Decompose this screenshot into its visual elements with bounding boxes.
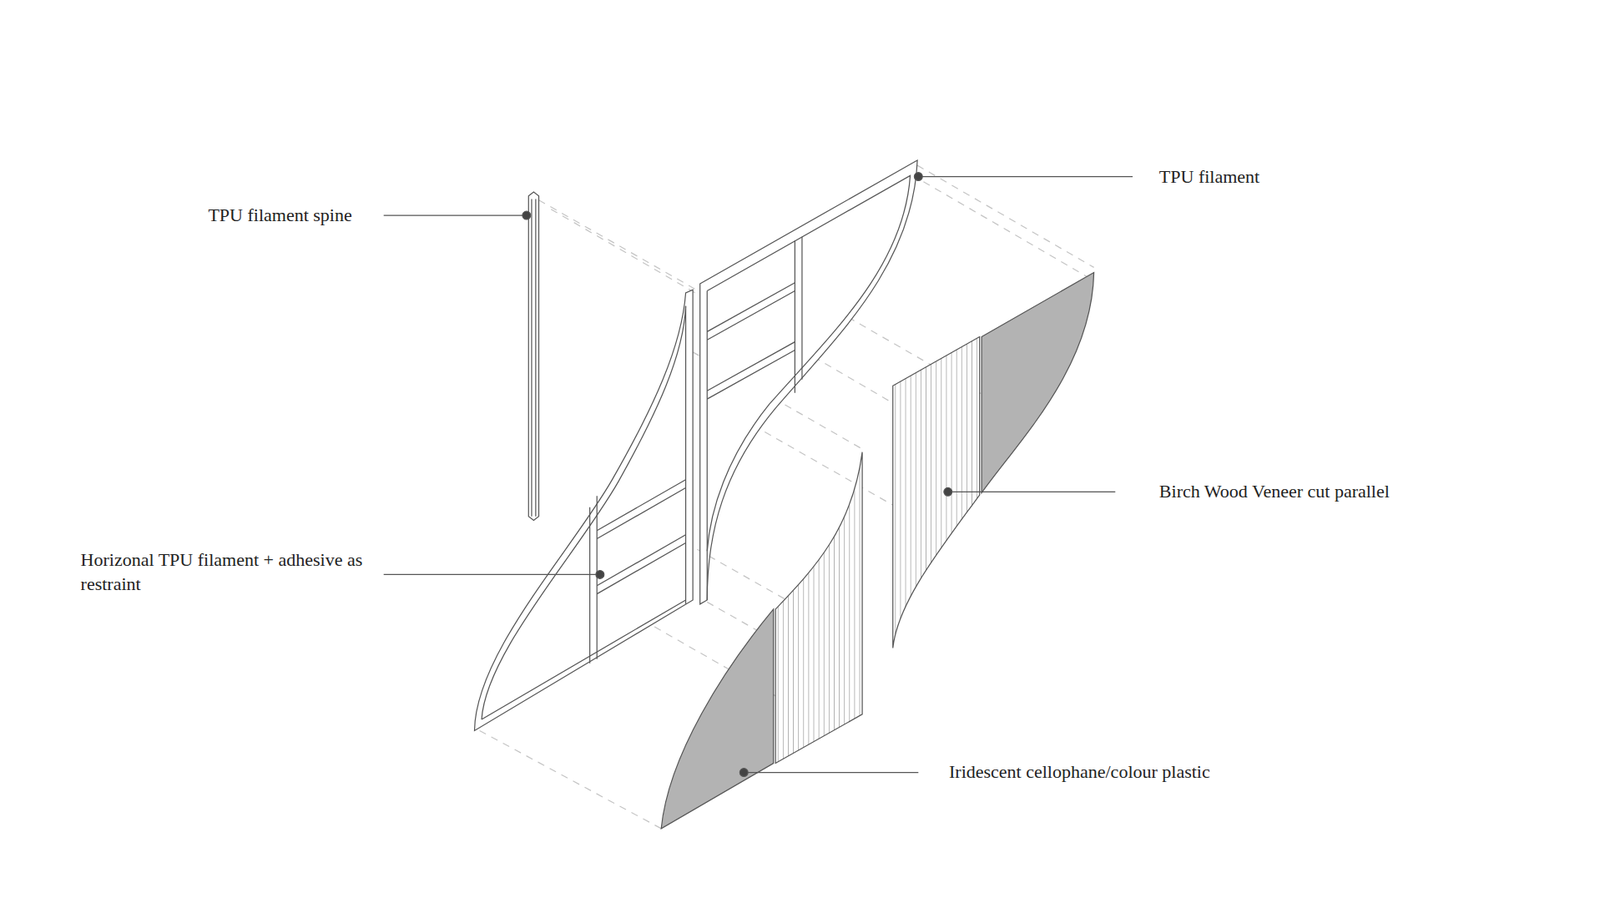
projection-lines-part — [479, 730, 662, 828]
tpu-frame-upper-part — [794, 241, 796, 394]
tpu-frame-upper-part — [801, 237, 803, 380]
projection-lines-part — [917, 165, 1095, 268]
projection-lines-part — [550, 209, 704, 298]
callout-label: Birch Wood Veneer cut parallel — [1159, 479, 1390, 504]
tpu-frame-upper-part — [706, 175, 910, 551]
tpu-frame-lower-part — [685, 306, 687, 605]
tpu-frame-lower-part — [589, 507, 591, 664]
tpu-frame-lower-part — [596, 479, 686, 531]
leader-lines-part — [595, 570, 605, 579]
veneer-panel-upper-part — [981, 272, 1094, 493]
veneer-panel-upper — [893, 272, 1095, 648]
tpu-frame-lower-part — [596, 487, 686, 539]
tpu-frame-upper-part — [700, 160, 918, 605]
leader-lines-part — [948, 491, 1116, 493]
projection-lines-part — [539, 200, 701, 293]
leader-lines — [383, 172, 1133, 778]
tpu-frame-lower-part — [596, 535, 686, 586]
tpu-spine-part — [535, 198, 536, 516]
tpu-frame-upper-part — [706, 291, 708, 601]
tpu-frame-upper-part — [706, 342, 795, 392]
tpu-frame-lower-part — [474, 289, 693, 731]
tpu-frame-lower — [474, 289, 693, 731]
veneer-panel-lower-part — [775, 452, 863, 764]
tpu-spine — [528, 191, 539, 521]
tpu-frame-upper-part — [706, 282, 795, 333]
callout-label: Iridescent cellophane/colour plastic — [948, 759, 1211, 784]
tpu-frame-lower-part — [596, 542, 686, 594]
leader-lines-part — [943, 487, 953, 496]
leader-lines-part — [383, 574, 601, 576]
tpu-spine-part — [528, 191, 539, 521]
leader-lines-part — [522, 211, 531, 220]
callout-label: TPU filament spine — [207, 202, 352, 228]
tpu-frame-upper-part — [706, 349, 795, 399]
leader-lines-part — [383, 214, 527, 216]
callout-label: TPU filament — [1159, 164, 1260, 189]
tpu-frame-lower-part — [481, 306, 687, 720]
tpu-frame-lower-part — [481, 600, 687, 720]
tpu-frame-upper-part — [706, 291, 795, 341]
leader-lines-part — [918, 176, 1133, 177]
leader-lines-part — [739, 768, 748, 778]
tpu-frame-upper — [700, 160, 918, 605]
leader-lines-part — [913, 172, 923, 182]
veneer-panel-lower-part — [661, 609, 773, 829]
leader-lines-part — [743, 772, 919, 773]
tpu-spine-part — [530, 198, 532, 516]
projection-lines-part — [923, 181, 1094, 282]
callout-label: Horizonal TPU filament + adhesive as res… — [80, 547, 382, 596]
